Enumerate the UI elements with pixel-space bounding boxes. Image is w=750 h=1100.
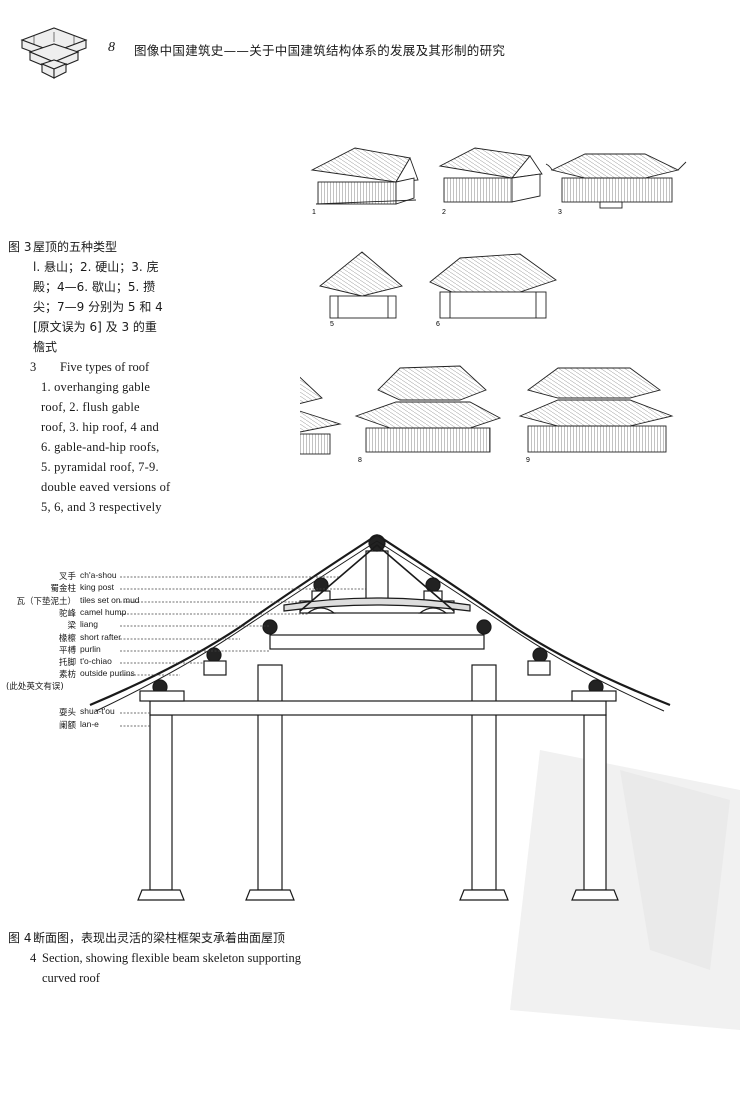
roof-number-5: 5 [330, 321, 334, 328]
caption-cn-line: [原文误为 6] 及 3 的重 [33, 320, 157, 334]
caption-en-line: 5, 6, and 3 respectively [41, 500, 162, 514]
caption-cn-line: 尖；7—9 分别为 5 和 4 [33, 300, 163, 314]
section-drawing [89, 534, 671, 901]
roof-rafter-left [89, 534, 378, 707]
caption-en-line: double eaved versions of [41, 480, 171, 494]
section-label-en: t'o-chiao [80, 656, 112, 666]
figure-4-label-cn: 图 4 [8, 931, 32, 945]
caption-en-line: 5. pyramidal roof, 7-9. [41, 460, 159, 474]
section-label-row: 椽檫 short rafter [0, 632, 130, 644]
roof-number-2: 2 [442, 209, 446, 216]
caption-cn-line: l. 悬山；2. 硬山；3. 庑 [33, 260, 159, 274]
caption-cn-line: 屋顶的五种类型 [33, 240, 118, 254]
caption-en-line: roof, 3. hip roof, 4 and [41, 420, 159, 434]
roof-number-8: 8 [358, 457, 362, 464]
column-inner-right [471, 664, 497, 891]
section-label-row: 平榑 purlin [0, 644, 130, 656]
roof-number-9: 9 [526, 457, 530, 464]
roof-7-double-pyramidal [300, 376, 342, 455]
section-label-cn: 椽檫 [58, 634, 76, 644]
caption-en-line: curved roof [42, 971, 100, 985]
caption-cn-line: 断面图，表现出灵活的梁柱框架支承着曲面屋顶 [33, 931, 286, 945]
section-label-cn: 托脚 [58, 658, 76, 668]
section-label-en: shua-t'ou [80, 706, 115, 716]
roof-5-pyramidal [319, 251, 403, 319]
caption-en-line: 6. gable-and-hip roofs, [41, 440, 160, 454]
roof-rafter-right [376, 534, 671, 707]
section-label-row: 蜀金柱 king post [0, 582, 130, 594]
section-label-en: outside purlins [80, 668, 135, 678]
running-title: 图像中国建筑史——关于中国建筑结构体系的发展及其形制的研究 [134, 43, 506, 58]
section-label-row: 素枋 outside purlins [0, 668, 135, 680]
caption-en-line: 1. overhanging gable [41, 380, 151, 394]
section-label-cn: 叉手 [58, 572, 76, 582]
figure-3-label-en: 3 [30, 360, 37, 374]
roof-1-overhanging-gable [310, 147, 419, 205]
main-beam [269, 634, 485, 650]
section-label-cn: 驼峰 [58, 609, 76, 619]
section-label-cn: 阑额 [58, 721, 76, 731]
section-label-row: 瓦（下垫泥土） tiles set on mud [0, 595, 139, 607]
section-label-cn: 瓦（下垫泥土） [16, 597, 76, 607]
caption-cn-line: 殿；4—6. 歇山；5. 攒 [33, 280, 156, 294]
column-outer-right [583, 714, 607, 891]
section-label-en: king post [80, 582, 115, 592]
section-label-en: purlin [80, 644, 101, 654]
figure-3-caption-en-title: 3 Five types of roof [8, 357, 183, 377]
header-bracket-logo [20, 27, 88, 79]
roof-number-6: 6 [436, 321, 440, 328]
figure-3-label-cn: 图 3 [8, 240, 32, 254]
roof-number-1: 1 [312, 209, 316, 216]
page-number: 8 [108, 40, 115, 55]
king-post-shape [365, 550, 389, 604]
section-label-row: 叉手 ch'a-shou [0, 570, 130, 582]
roof-types-illustration: 1 2 3 4 5 6 7 8 9 [300, 147, 687, 464]
section-label-cn: 耍头 [58, 708, 76, 718]
roof-6-gable-and-hip [429, 253, 557, 319]
column-outer-left [149, 714, 173, 891]
section-label-cn: 梁 [67, 621, 76, 631]
caption-cn-line: 檐式 [33, 340, 58, 354]
roof-8-double-gable-and-hip [354, 365, 502, 453]
section-label-en: short rafter [80, 632, 122, 642]
section-label-en: lan-e [80, 719, 99, 729]
column-inner-left [257, 664, 283, 891]
section-label-en: tiles set on mud [80, 595, 140, 605]
section-label-en: camel hump [80, 607, 127, 617]
section-label-row: 梁 liang [0, 619, 130, 631]
roof-9-double-hip [518, 367, 674, 453]
caption-en-line: roof, 2. flush gable [41, 400, 140, 414]
section-label-row: 驼峰 camel hump [0, 607, 130, 619]
section-label-cn: 蜀金柱 [50, 584, 76, 594]
section-label-row: (此处英文有误) [0, 680, 130, 692]
watermark-shape [510, 750, 740, 1030]
section-label-en: ch'a-shou [80, 570, 117, 580]
figure-4-caption-en: 4 Section, showing flexible beam skeleton… [8, 948, 348, 968]
section-label-row: 阑额 lan-e [0, 719, 130, 731]
caption-en-line: Section, showing flexible beam skeleton … [42, 951, 301, 965]
roof-number-3: 3 [558, 209, 562, 216]
section-label-cn: 素枋 [58, 670, 76, 680]
roof-2-flush-gable [438, 147, 543, 203]
section-label-row: 托脚 t'o-chiao [0, 656, 130, 668]
section-label-cn: (此处英文有误) [6, 682, 64, 692]
section-label-cn: 平榑 [58, 646, 76, 656]
figure-4-label-en: 4 [30, 951, 37, 965]
roof-3-hip [545, 153, 687, 209]
tie-beam-lower [149, 700, 607, 716]
caption-en-line: Five types of roof [60, 360, 150, 374]
section-label-row: 耍头 shua-t'ou [0, 706, 130, 718]
watermark [500, 730, 750, 1040]
section-label-en: liang [80, 619, 98, 629]
